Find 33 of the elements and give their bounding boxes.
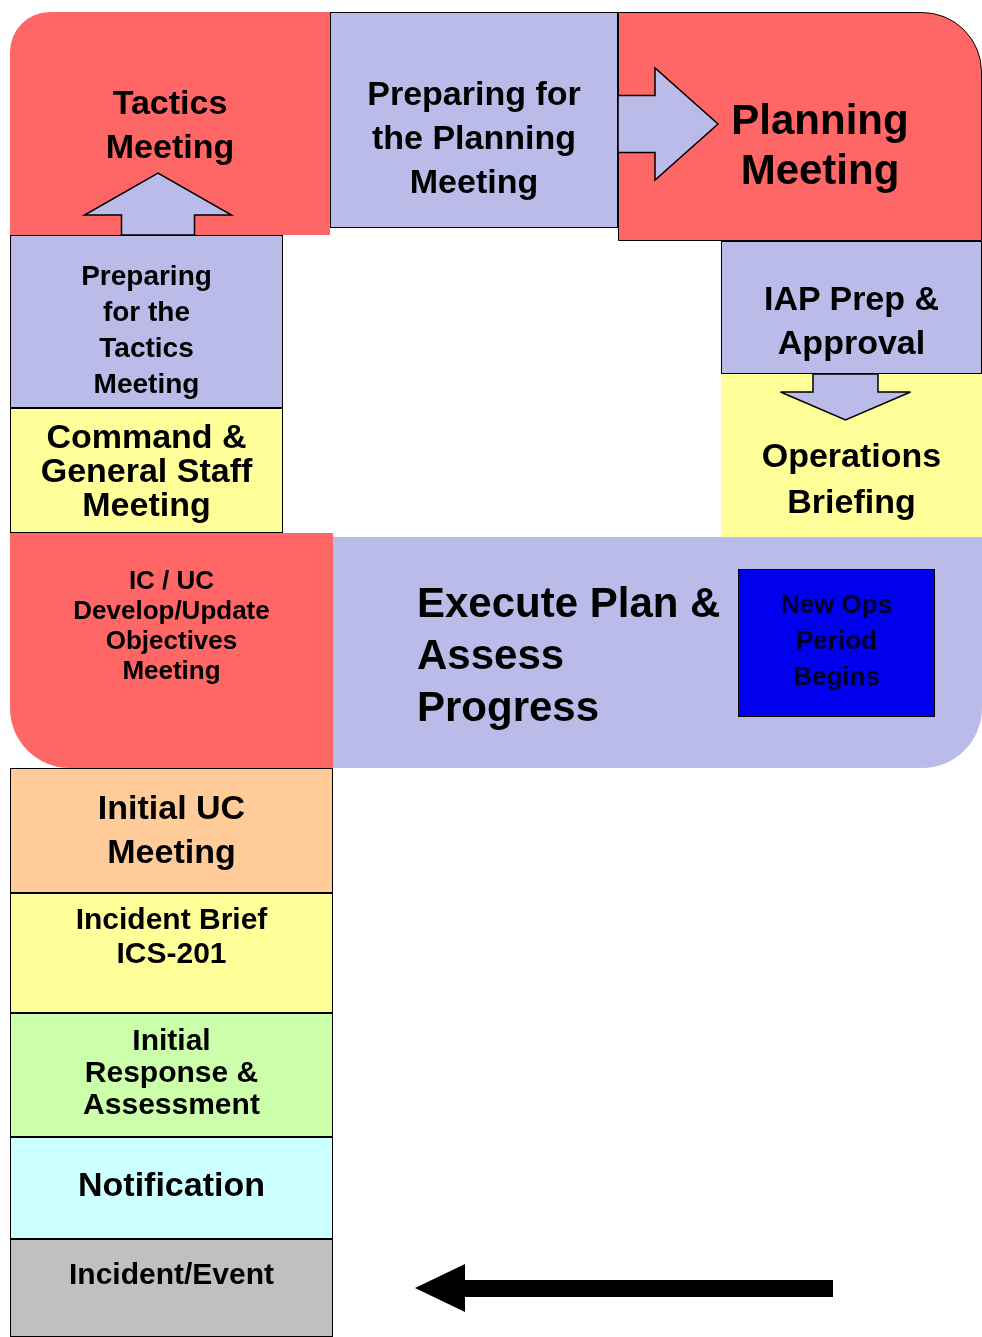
box-label: Preparing for the Planning Meeting (366, 73, 582, 202)
process-box (10, 1137, 333, 1239)
box-label: Operations Briefing (760, 435, 943, 522)
box-label: Command & General Staff Meeting (39, 419, 254, 521)
process-box (10, 1239, 333, 1337)
rounded-box (333, 537, 982, 768)
block-arrow (779, 373, 912, 421)
box-label: Planning Meeting (730, 95, 910, 195)
box-label: New Ops Period Begins (779, 588, 894, 693)
process-box (10, 1013, 333, 1137)
process-box (10, 408, 283, 533)
process-box (10, 768, 333, 893)
box-label: Preparing for the Tactics Meeting (80, 259, 213, 401)
period-box (738, 569, 935, 717)
box-label: IC / UC Develop/Update Objectives Meeting (72, 565, 271, 685)
process-box (330, 12, 618, 228)
process-box (721, 374, 982, 537)
process-box (10, 893, 333, 1013)
rounded-box (10, 12, 330, 235)
process-box (10, 235, 283, 408)
box-label: Incident Brief ICS-201 (74, 902, 269, 970)
block-arrow (81, 172, 235, 236)
rounded-box (618, 12, 982, 241)
box-label: Tactics Meeting (104, 82, 236, 167)
box-label: Initial Response & Assessment (82, 1024, 261, 1120)
box-label: Execute Plan & Assess Progress (417, 578, 722, 732)
process-box (721, 241, 982, 374)
block-arrow (617, 66, 720, 182)
rounded-box (10, 533, 333, 768)
box-label: Incident/Event (68, 1256, 274, 1292)
box-label: Notification (78, 1164, 265, 1205)
box-label: Initial UC Meeting (96, 787, 247, 872)
box-label: IAP Prep & Approval (762, 278, 941, 363)
